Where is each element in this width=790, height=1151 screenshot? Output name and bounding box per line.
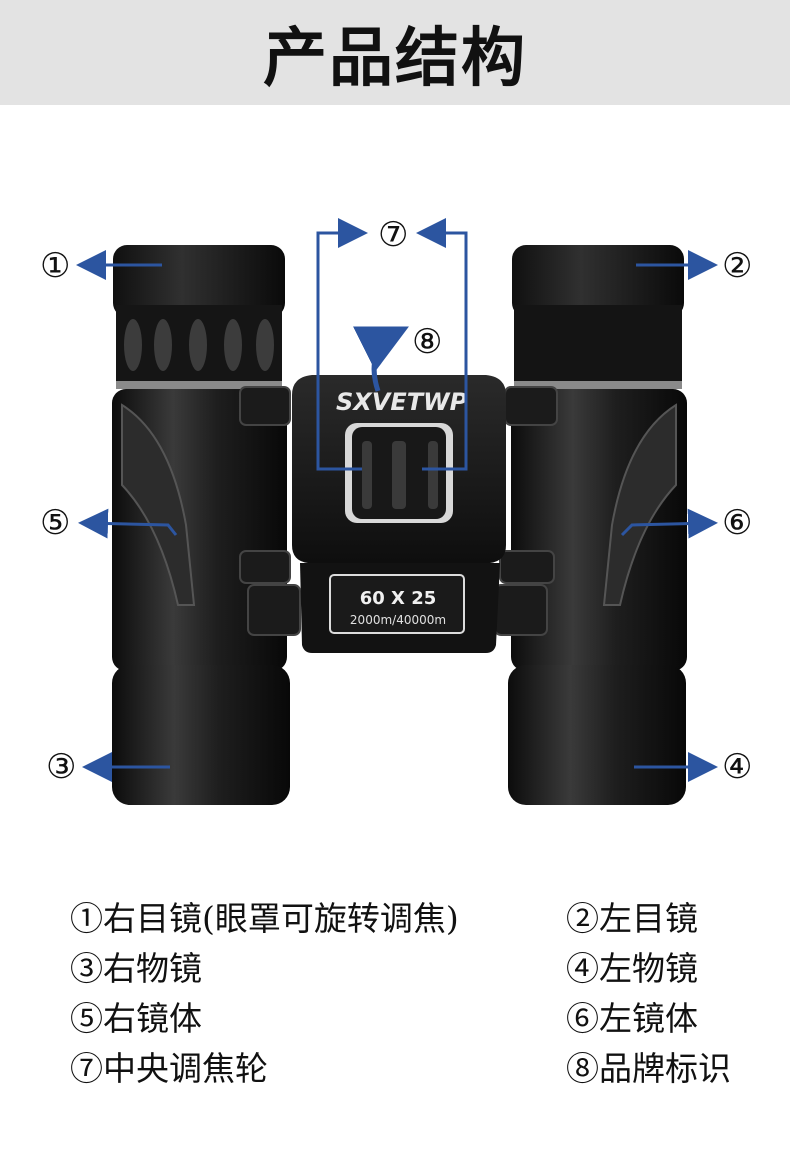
left-eyepiece-cap bbox=[512, 245, 684, 317]
range-label: 2000m/40000m bbox=[350, 613, 446, 627]
callout-8: ⑧ bbox=[412, 322, 443, 362]
focus-wheel[interactable] bbox=[345, 423, 453, 523]
callout-arrows bbox=[76, 218, 718, 782]
legend-item-6: ⑥左镜体 bbox=[566, 999, 698, 1038]
title-bar: 产品结构 bbox=[0, 0, 790, 105]
legend-item-7: ⑦中央调焦轮 bbox=[70, 1049, 268, 1088]
callout-3: ③ bbox=[46, 747, 77, 787]
right-objective bbox=[112, 665, 290, 805]
legend-item-1: ①右目镜(眼罩可旋转调焦) bbox=[70, 899, 459, 938]
hinges bbox=[239, 386, 558, 636]
right-eyepiece-cap bbox=[113, 245, 285, 317]
left-eyepiece-body bbox=[514, 305, 682, 389]
svg-text:SXVETWP: SXVETWP bbox=[336, 388, 468, 416]
brand-logo: SXVETWP bbox=[336, 388, 468, 416]
spec-label-frame bbox=[329, 574, 465, 634]
callout-6: ⑥ bbox=[722, 503, 753, 543]
right-barrel bbox=[112, 245, 290, 805]
callout-2: ② bbox=[722, 246, 753, 286]
callout-7: ⑦ bbox=[378, 215, 409, 255]
legend-item-2: ②左目镜 bbox=[566, 899, 698, 938]
callout-4: ④ bbox=[722, 747, 753, 787]
callout-5: ⑤ bbox=[40, 503, 71, 543]
legend-item-4: ④左物镜 bbox=[566, 949, 698, 988]
left-objective bbox=[508, 665, 686, 805]
legend-item-3: ③右物镜 bbox=[70, 949, 202, 988]
model-label: 60 X 25 bbox=[360, 588, 437, 609]
binocular-diagram: SXVETWP 60 X 25 2000m/40000m bbox=[76, 218, 718, 805]
legend-item-5: ⑤右镜体 bbox=[70, 999, 202, 1038]
page-title: 产品结构 bbox=[263, 21, 527, 96]
left-barrel bbox=[508, 245, 687, 805]
callout-1: ① bbox=[40, 246, 71, 286]
legend-item-8: ⑧品牌标识 bbox=[566, 1049, 731, 1088]
